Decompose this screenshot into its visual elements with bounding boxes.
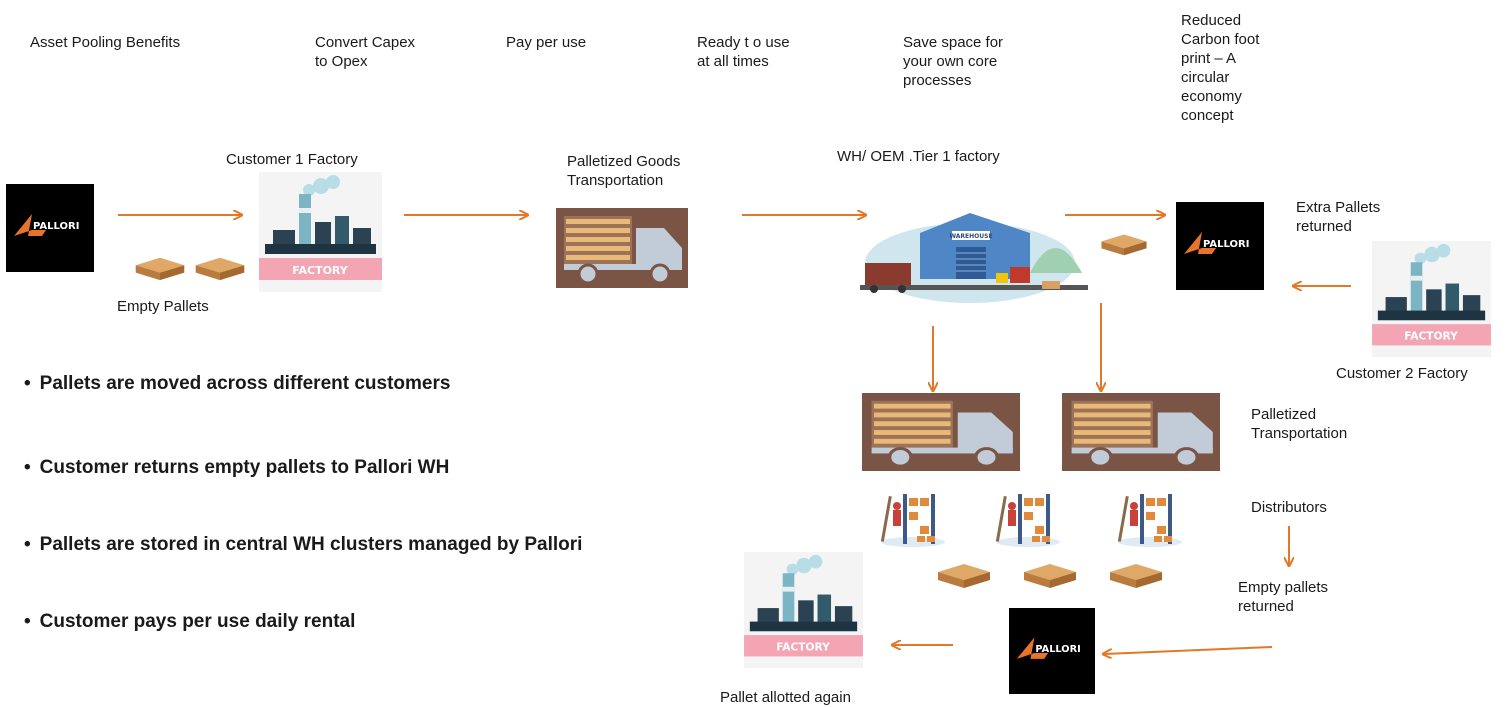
truck-icon-goods bbox=[556, 208, 688, 288]
bullet-3: Pallets are stored in central WH cluster… bbox=[24, 533, 583, 557]
factory-sign-text: FACTORY bbox=[776, 641, 830, 654]
pallet-icon-extra bbox=[1098, 229, 1150, 259]
distributor-icon-3 bbox=[1114, 488, 1186, 548]
label-palletized-transportation: Palletized Transportation bbox=[1251, 406, 1348, 442]
benefit-pay-per-use: Pay per use bbox=[506, 34, 587, 51]
factory-icon-allotted: FACTORY bbox=[742, 552, 865, 668]
warehouse-sign-text: WAREHOUSE bbox=[949, 233, 992, 240]
pallori-logo-text: PALLORI bbox=[1203, 239, 1249, 250]
bullet-1: Pallets are moved across different custo… bbox=[24, 372, 451, 396]
benefit-ready-to-use: Ready t o use at all times bbox=[697, 34, 790, 70]
benefit-capex-opex: Convert Capex to Opex bbox=[315, 34, 416, 70]
factory-sign-text: FACTORY bbox=[292, 264, 349, 277]
bullet-4: Customer pays per use daily rental bbox=[24, 610, 356, 634]
factory-icon-customer1: FACTORY bbox=[259, 172, 382, 292]
label-empty-pallets: Empty Pallets bbox=[117, 298, 209, 315]
factory-icon-customer2: FACTORY bbox=[1367, 241, 1496, 357]
label-customer1-factory: Customer 1 Factory bbox=[226, 151, 358, 168]
label-customer2-factory: Customer 2 Factory bbox=[1336, 365, 1468, 382]
bullet-2: Customer returns empty pallets to Pallor… bbox=[24, 456, 450, 480]
factory-sign-text: FACTORY bbox=[1404, 330, 1458, 343]
pallori-logo-text: PALLORI bbox=[1035, 644, 1080, 655]
label-wh-oem: WH/ OEM .Tier 1 factory bbox=[837, 148, 1000, 165]
label-pallet-allotted-again: Pallet allotted again bbox=[720, 689, 851, 706]
pallori-logo-source: PALLORI bbox=[6, 184, 94, 272]
warehouse-icon: WAREHOUSE bbox=[860, 203, 1088, 303]
pallori-logo-text: PALLORI bbox=[33, 221, 79, 232]
pallet-icon-dist-3 bbox=[1106, 560, 1166, 590]
benefit-carbon-footprint: Reduced Carbon foot print – A circular e… bbox=[1181, 12, 1260, 124]
pallet-icon-dist-2 bbox=[1020, 560, 1080, 590]
pallori-logo-return: PALLORI bbox=[1009, 608, 1095, 694]
pallet-icon-empty-1 bbox=[132, 253, 188, 283]
distributor-icon-2 bbox=[992, 488, 1064, 548]
distributor-icon-1 bbox=[877, 488, 949, 548]
pallori-logo-extra: PALLORI bbox=[1176, 202, 1264, 290]
benefits-title: Asset Pooling Benefits bbox=[30, 34, 181, 51]
label-extra-pallets-returned: Extra Pallets returned bbox=[1296, 199, 1381, 235]
pallet-icon-dist-1 bbox=[934, 560, 994, 590]
label-empty-pallets-returned: Empty pallets returned bbox=[1238, 579, 1329, 615]
pallet-icon-empty-2 bbox=[192, 253, 248, 283]
truck-icon-transport-1 bbox=[862, 393, 1020, 471]
truck-icon-transport-2 bbox=[1062, 393, 1220, 471]
arrow-returned-to-pallori bbox=[1104, 646, 1273, 654]
benefit-save-space: Save space for your own core processes bbox=[903, 34, 1004, 89]
label-palletized-goods: Palletized Goods Transportation bbox=[567, 153, 681, 189]
label-distributors: Distributors bbox=[1251, 499, 1327, 516]
